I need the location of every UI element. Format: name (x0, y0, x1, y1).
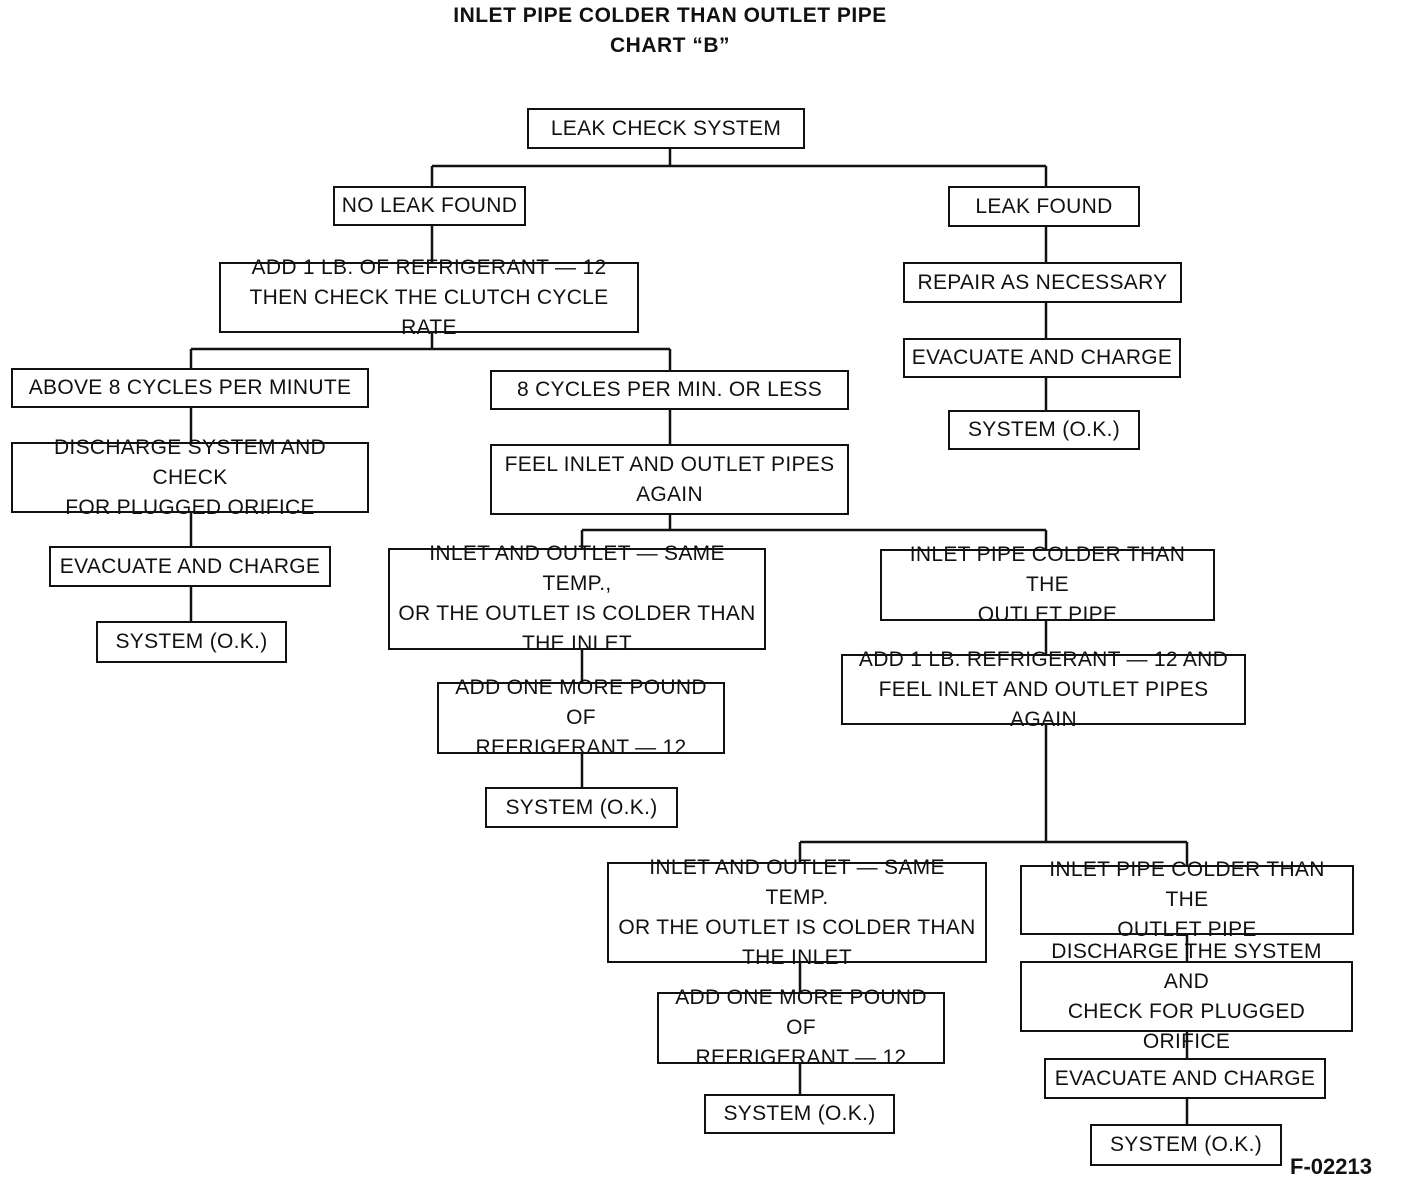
chart-title: INLET PIPE COLDER THAN OUTLET PIPE (453, 4, 887, 27)
node-add-one-more-pound-1: ADD ONE MORE POUND OF REFRIGERANT — 12 (437, 676, 725, 759)
node-leak-check-system: LEAK CHECK SYSTEM (527, 108, 805, 149)
node-discharge-system-right: DISCHARGE THE SYSTEM AND CHECK FOR PLUGG… (1020, 940, 1353, 1053)
node-leak-found: LEAK FOUND (948, 186, 1140, 227)
chart-subtitle: CHART “B” (610, 34, 730, 57)
node-evacuate-charge-left: EVACUATE AND CHARGE (49, 546, 331, 587)
node-system-ok-mid: SYSTEM (O.K.) (485, 787, 678, 828)
node-system-ok-right: SYSTEM (O.K.) (948, 410, 1140, 450)
node-inlet-colder-1: INLET PIPE COLDER THAN THE OUTLET PIPE (880, 543, 1215, 626)
connector-leakcheck-split (430, 148, 1048, 186)
node-system-ok-bottom-mid: SYSTEM (O.K.) (704, 1094, 895, 1134)
connector-feel-split (580, 514, 1048, 549)
node-repair-as-necessary: REPAIR AS NECESSARY (903, 262, 1182, 303)
node-no-leak-found: NO LEAK FOUND (333, 186, 526, 226)
node-same-temp-1: INLET AND OUTLET — SAME TEMP., OR THE OU… (388, 542, 766, 655)
node-discharge-system-left: DISCHARGE SYSTEM AND CHECK FOR PLUGGED O… (11, 436, 369, 519)
node-evacuate-charge-right: EVACUATE AND CHARGE (903, 338, 1181, 378)
node-system-ok-left: SYSTEM (O.K.) (96, 621, 287, 663)
node-feel-pipes-again: FEEL INLET AND OUTLET PIPES AGAIN (490, 444, 849, 515)
node-add-1lb-feel-again: ADD 1 LB. REFRIGERANT — 12 AND FEEL INLE… (841, 648, 1246, 731)
node-evacuate-charge-bottom: EVACUATE AND CHARGE (1044, 1058, 1326, 1099)
node-add-one-more-pound-2: ADD ONE MORE POUND OF REFRIGERANT — 12 (657, 986, 945, 1069)
node-system-ok-bottom-right: SYSTEM (O.K.) (1090, 1124, 1282, 1166)
node-above-8-cycles: ABOVE 8 CYCLES PER MINUTE (11, 368, 369, 408)
node-8-cycles-or-less: 8 CYCLES PER MIN. OR LESS (490, 370, 849, 410)
connector-add-split (189, 332, 672, 370)
node-inlet-colder-2: INLET PIPE COLDER THAN THE OUTLET PIPE (1020, 858, 1354, 941)
connector-bottom-split (798, 840, 1189, 865)
figure-code: F-02213 (1290, 1154, 1372, 1179)
node-same-temp-2: INLET AND OUTLET — SAME TEMP. OR THE OUT… (607, 856, 987, 969)
node-add-1lb-check-cycle: ADD 1 LB. OF REFRIGERANT — 12 THEN CHECK… (219, 256, 639, 339)
